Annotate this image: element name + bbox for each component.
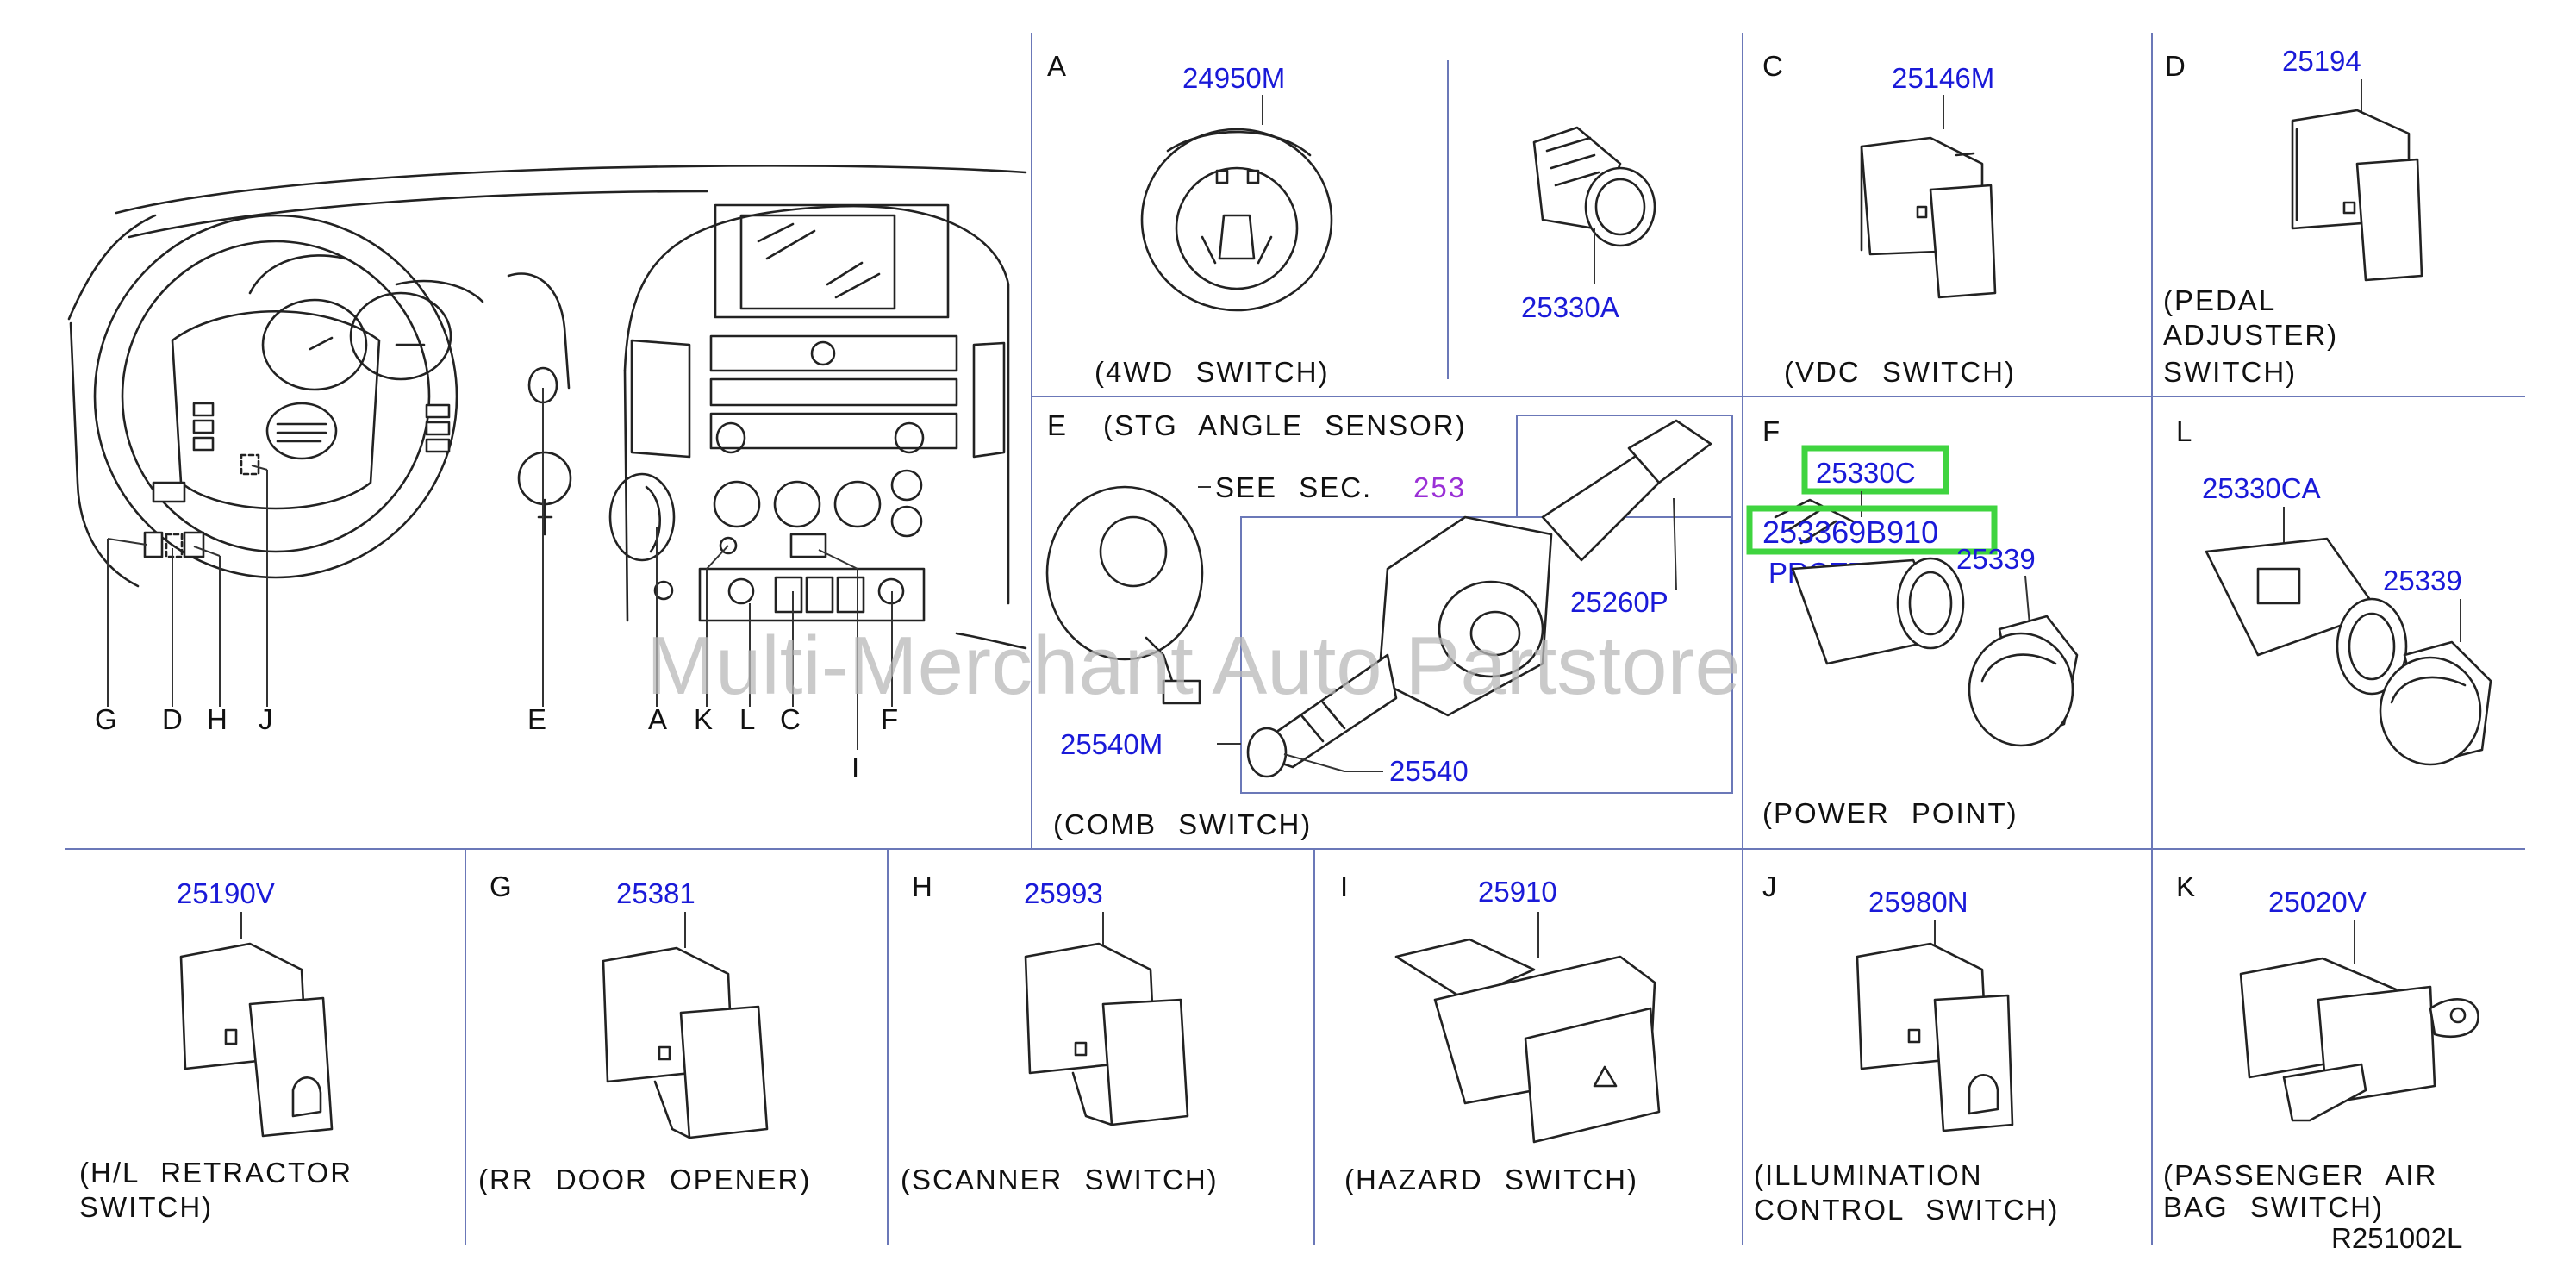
section-e-see-sec-number[interactable]: 253 xyxy=(1413,471,1466,503)
part-25980n-label[interactable]: 25980N xyxy=(1868,886,1968,918)
section-k-letter: K xyxy=(2176,870,2195,902)
section-d-caption-line3: SWITCH) xyxy=(2163,356,2297,388)
section-hl-retractor-switch: 25190V (H/L RETRACTOR SWITCH) xyxy=(79,877,352,1223)
section-e-letter: E xyxy=(1047,409,1066,441)
section-c-caption: (VDC SWITCH) xyxy=(1784,356,2016,388)
part-25381-label[interactable]: 25381 xyxy=(616,877,695,909)
section-g-caption: (RR DOOR OPENER) xyxy=(478,1164,811,1195)
highlight-box-253369b910 xyxy=(1746,505,1998,555)
section-j-caption-line1: (ILLUMINATION xyxy=(1754,1159,1983,1191)
part-25194-label[interactable]: 25194 xyxy=(2282,45,2361,77)
section-j-illumination-control-switch: J 25980N (ILLUMINATION CONTROL SWITCH) xyxy=(1754,870,2059,1226)
section-a-letter: A xyxy=(1047,50,1066,82)
section-a-4wd-switch: A 24950M 25330A (4WD SWITCH) xyxy=(1047,50,1656,388)
section-i-caption: (HAZARD SWITCH) xyxy=(1344,1164,1638,1195)
section-k-caption-line2: BAG SWITCH) xyxy=(2163,1191,2384,1223)
part-25330ca-label[interactable]: 25330CA xyxy=(2202,472,2321,504)
section-f-power-point: F 25330C 253369B910 PROTECTOR 25339 (POW… xyxy=(1746,415,2079,829)
section-hl-caption-line1: (H/L RETRACTOR xyxy=(79,1157,352,1189)
section-l-letter: L xyxy=(2176,415,2192,447)
section-c-vdc-switch: C 25146M (VDC SWITCH) xyxy=(1762,50,2016,388)
overview-letter-c: C xyxy=(780,703,801,735)
section-e-see-sec: SEE SEC. xyxy=(1215,471,1372,503)
part-25540-label[interactable]: 25540 xyxy=(1389,755,1469,787)
section-f-letter: F xyxy=(1762,415,1780,447)
section-d-caption-line2: ADJUSTER) xyxy=(2163,319,2338,351)
section-g-rr-door-opener: G 25381 (RR DOOR OPENER) xyxy=(478,870,811,1195)
section-h-caption: (SCANNER SWITCH) xyxy=(901,1164,1219,1195)
overview-letter-d: D xyxy=(162,703,183,735)
section-j-letter: J xyxy=(1762,870,1777,902)
overview-letter-e: E xyxy=(527,703,546,735)
section-i-hazard-switch: I 25910 (HAZARD SWITCH) xyxy=(1340,870,1661,1195)
part-25330a-label[interactable]: 25330A xyxy=(1521,291,1619,323)
part-24950m-label[interactable]: 24950M xyxy=(1182,62,1285,94)
overview-letter-g: G xyxy=(95,703,117,735)
overview-letter-a: A xyxy=(648,703,667,735)
part-25993-label[interactable]: 25993 xyxy=(1024,877,1103,909)
section-j-caption-line2: CONTROL SWITCH) xyxy=(1754,1194,2059,1226)
section-h-scanner-switch: H 25993 (SCANNER SWITCH) xyxy=(901,870,1219,1195)
diagram-code: R251002L xyxy=(2331,1222,2462,1254)
section-g-letter: G xyxy=(490,870,512,902)
watermark: Multi-Merchant Auto Partstore xyxy=(646,620,1741,712)
section-d-pedal-adjuster-switch: D 25194 (PEDAL ADJUSTER) SWITCH) xyxy=(2163,45,2423,388)
section-l-power-point: L 25330CA 25339 xyxy=(2176,415,2492,766)
section-h-letter: H xyxy=(912,870,932,902)
part-25339-l-label[interactable]: 25339 xyxy=(2383,565,2462,596)
overview-letter-f: F xyxy=(881,703,898,735)
part-25910-label[interactable]: 25910 xyxy=(1478,876,1557,908)
overview-letter-l: L xyxy=(739,703,755,735)
part-25146m-label[interactable]: 25146M xyxy=(1892,62,1994,94)
section-e-caption: (COMB SWITCH) xyxy=(1053,808,1312,840)
dashboard-overview: G D H J E A K L C F I xyxy=(67,165,1027,783)
section-hl-caption-line2: SWITCH) xyxy=(79,1191,213,1223)
section-i-letter: I xyxy=(1340,870,1348,902)
part-25020v-label[interactable]: 25020V xyxy=(2268,886,2367,918)
part-25330c-label[interactable]: 25330C xyxy=(1816,457,1916,489)
section-d-caption-line1: (PEDAL xyxy=(2163,284,2276,316)
overview-letter-h: H xyxy=(207,703,228,735)
overview-letter-j: J xyxy=(259,703,273,735)
part-25260p-label[interactable]: 25260P xyxy=(1570,586,1668,618)
section-k-caption-line1: (PASSENGER AIR xyxy=(2163,1159,2437,1191)
overview-letter-i: I xyxy=(851,752,859,783)
section-e-comb-switch: E (STG ANGLE SENSOR) SEE SEC. 253 25260P… xyxy=(1045,409,1733,840)
highlight-box-25330c xyxy=(1801,445,1949,495)
section-k-passenger-air-bag-switch: K 25020V (PASSENGER AIR BAG SWITCH) R251… xyxy=(2163,870,2479,1254)
part-25540m-label[interactable]: 25540M xyxy=(1060,728,1163,760)
part-25339-f-label[interactable]: 25339 xyxy=(1956,543,2036,575)
panel-grid xyxy=(65,33,2525,1245)
part-25190v-label[interactable]: 25190V xyxy=(177,877,275,909)
section-c-letter: C xyxy=(1762,50,1783,82)
section-e-title: (STG ANGLE SENSOR) xyxy=(1103,409,1467,441)
section-a-caption: (4WD SWITCH) xyxy=(1095,356,1330,388)
part-253369b910-label[interactable]: 253369B910 xyxy=(1762,515,1938,550)
section-f-caption: (POWER POINT) xyxy=(1762,797,2018,829)
overview-letter-k: K xyxy=(694,703,713,735)
section-d-letter: D xyxy=(2165,50,2186,82)
